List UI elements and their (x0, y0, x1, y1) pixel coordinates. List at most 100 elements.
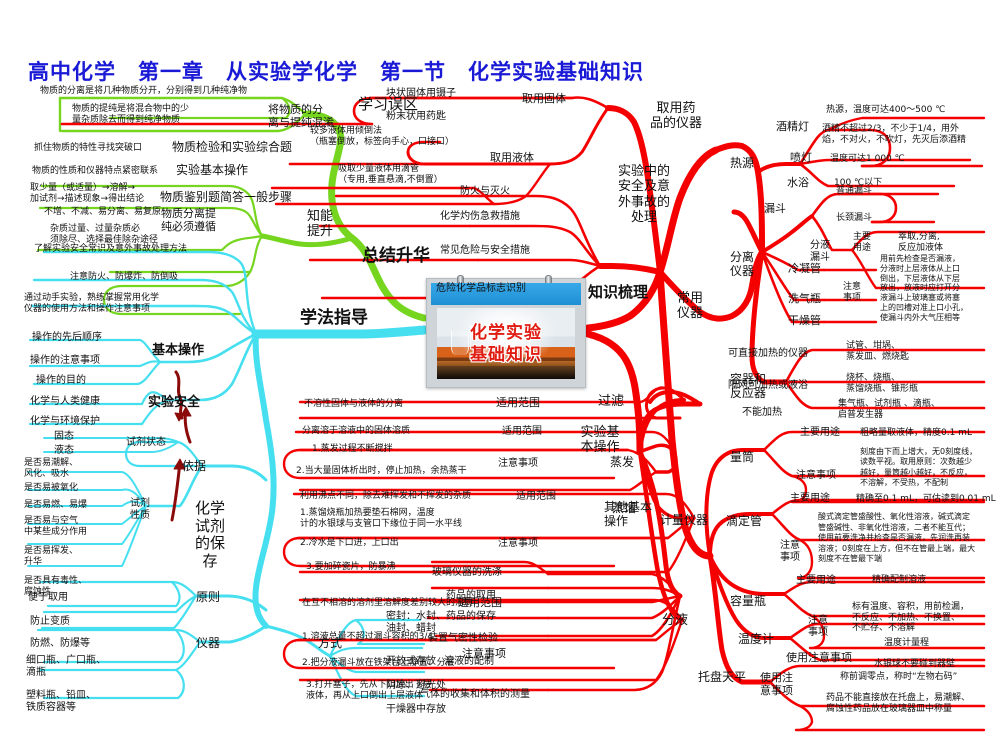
node-lengningguan[interactable]: 冷凝管 (788, 262, 821, 275)
node-fenye-fanwei[interactable]: 适用范围 (458, 596, 502, 609)
node-zhengfa[interactable]: 蒸发 (610, 455, 635, 469)
node-dingdingguan[interactable]: 滴定管 (726, 514, 763, 528)
node-shuiyu[interactable]: 水浴 (787, 176, 809, 189)
node-jiliang-yiqi[interactable]: 计量仪器 (659, 513, 709, 527)
node-quyong-gutisolid[interactable]: 取用固体 (522, 92, 566, 105)
node-zhengliu[interactable]: 蒸馏 (612, 501, 637, 515)
leaf-quyu-shaoliang: 取少量（或适量）→溶解→ 加试剂→描述现象→得出结论 (30, 183, 145, 204)
leaf-zhuazhu-texing: 抓住物质的特性寻找突破口 (34, 143, 143, 153)
node-quyong-yeti[interactable]: 取用液体 (490, 151, 534, 164)
node-rongliang-yongtu[interactable]: 主要用途 (796, 575, 836, 586)
leaf-wuzhi-fenli-def: 物质的分离是将几种物质分开，分别得到几种纯净物 (40, 86, 248, 96)
leaf-bianyu-quyong: 便于取用 (28, 592, 68, 603)
node-rongliangping[interactable]: 容量瓶 (730, 594, 767, 608)
node-shiyan-jibencaozuo[interactable]: 实验基 本操作 (580, 425, 620, 456)
node-buneng-jiare[interactable]: 不能加热 (742, 407, 782, 418)
node-fenli-tichun-hunxiao[interactable]: 将物质的分 离与提纯混淆 (268, 103, 334, 129)
node-shiyan-anquan-yiwai[interactable]: 实验中的 安全及意 外事故的 处理 (617, 164, 671, 225)
node-guolv-fanwei[interactable]: 适用范围 (496, 396, 540, 409)
leaf-xingzhi-yiqi: 物质的性质和仪器特点紧密联系 (32, 166, 159, 176)
leaf-wuzhi-tichun-def: 物质的提纯是将混合物中的少 量杂质除去而得到纯净物质 (72, 104, 190, 125)
leaf-dakai-saizi: 3.打开塞子，先从下口放出下层 液体，再从上口倒出上层液体 (306, 680, 432, 701)
leaf-caozuo-shunxu: 操作的先后顺序 (32, 332, 102, 343)
leaf-dusing-fushixing: 是否具有毒性、 腐蚀性 (24, 576, 88, 597)
center-topic-label: 化学实验 基础知识 (427, 323, 585, 367)
leaf-putong-loudou: 普通漏斗 (836, 186, 873, 196)
node-zhengliu-zhuyi[interactable]: 注意事项 (498, 538, 538, 549)
node-pendeng[interactable]: 喷灯 (790, 151, 812, 164)
leaf-liaojie-anquan: 了解实验安全常识及意外事故处理方法 (34, 244, 188, 254)
leaf-daliang-guti: 2.当大量固体析出时，停止加热，余热蒸干 (296, 466, 467, 476)
leaf-yetai: 液态 (54, 445, 74, 456)
node-fangshi[interactable]: 方式 (318, 636, 343, 650)
node-wenduji[interactable]: 温度计 (738, 632, 775, 646)
node-liangtong[interactable]: 量筒 (730, 450, 755, 464)
node-xiqiping[interactable]: 洗气瓶 (788, 292, 821, 305)
leaf-zhuoshang-jijiu: 化学灼伤急救措施 (440, 211, 520, 222)
branch-label-red[interactable]: 知识梳理 (587, 283, 649, 301)
node-jianbie-bufen[interactable]: 物质鉴别题简答一般步骤 (160, 190, 293, 204)
leaf-dingding-jingdu: 精确至0.1 mL，可估读到0.01 mL (856, 494, 996, 504)
node-wuzhi-jianyan[interactable]: 物质检验和实验综合题 (172, 140, 293, 154)
leaf-shuiyu-wendu: 100 ℃以下 (834, 178, 883, 188)
leaf-fangzhi-bianzhi: 防止变质 (30, 616, 70, 627)
node-gewang-jiare[interactable]: 隔网可加热或液浴 (728, 380, 808, 391)
node-yuanze[interactable]: 原则 (196, 590, 221, 604)
node-jiujingdeng[interactable]: 酒精灯 (776, 120, 809, 133)
node-wenduji-zhuyi[interactable]: 使用注意事项 (786, 651, 852, 664)
node-huaxue-shiji-baocun[interactable]: 化学 试剂 的保 存 (194, 499, 226, 571)
node-fenye[interactable]: 分液 (662, 613, 689, 628)
node-liangtong-yongtu[interactable]: 主要用途 (800, 427, 840, 438)
node-fenli-tichun-zunxun[interactable]: 物质分离提 纯必须遵循 (161, 207, 216, 233)
leaf-chengqian-tiaoling: 称前调零点，称时“左物右码” (840, 672, 958, 682)
node-dingding-yongtu[interactable]: 主要用途 (790, 493, 830, 504)
leaf-cuiqu-fenli: 萃取,分离, 反应加液体 (898, 232, 944, 253)
topic-zhinengtisheng[interactable]: 知能 提升 (306, 209, 334, 240)
leaf-jiqiping-shijiping: 集气瓶、试剂瓶 、滴瓶、 启普发生器 (838, 399, 940, 420)
leaf-pendeng-wendu: 温度可达1 000 ℃ (830, 154, 905, 164)
node-fenye-loudou[interactable]: 分液 漏斗 (810, 240, 830, 263)
branch-label-cyan[interactable]: 学法指导 (300, 308, 368, 328)
center-topic-line1: 化学实验 (470, 323, 542, 343)
node-tuopan-tianping[interactable]: 托盘天平 (698, 670, 747, 684)
node-fenli-yiqi[interactable]: 分离 仪器 (729, 250, 755, 279)
node-shiyan-anquan[interactable]: 实验安全 (148, 395, 201, 410)
node-quyong-yaopin-yiqi[interactable]: 取用药 品的仪器 (649, 101, 703, 132)
leaf-zhuangzhi-qimixing: 装置气密性检验 (428, 633, 498, 644)
branch-label-green[interactable]: 总结升华 (362, 246, 430, 266)
node-liangtong-zhuyi[interactable]: 注意事项 (796, 470, 836, 481)
node-yiju[interactable]: 依据 (182, 459, 207, 473)
leaf-feidian-butong: 利用沸点不同，除去难挥发和不挥发的杂质 (300, 491, 472, 501)
node-shiji-zhuangtai[interactable]: 试剂状态 (126, 437, 166, 448)
node-yiqi[interactable]: 仪器 (196, 636, 221, 650)
node-dingding-zhuyi[interactable]: 注意 事项 (780, 540, 800, 563)
node-rongqi-fanyingqi[interactable]: 容器和 反应器 (729, 372, 767, 401)
leaf-wenduji-liangcheng: 温度计量程 (884, 638, 930, 648)
node-shiyan-jiben-caozuo[interactable]: 实验基本操作 (176, 163, 249, 177)
node-shiji-xingzhi[interactable]: 试剂 性质 (130, 498, 150, 521)
leaf-gutai: 固态 (54, 431, 74, 442)
node-zhengliu-fanwei[interactable]: 适用范围 (516, 491, 556, 502)
node-fenye-zhuyi2[interactable]: 注意事项 (462, 647, 506, 660)
node-zhengfa-zhuyi[interactable]: 注意事项 (498, 458, 538, 469)
leaf-caozuo-zhuyi: 操作的注意事项 (30, 355, 100, 366)
node-ganzaoguan[interactable]: 干燥管 (788, 314, 821, 327)
leaf-shuiyinqiu-bupeng: 水银球不要碰到器壁 (874, 659, 956, 669)
node-rongliang-zhuyi[interactable]: 注意 事项 (808, 615, 828, 638)
node-jiben-caozuo[interactable]: 基本操作 (152, 343, 205, 358)
node-reyuan[interactable]: 热源 (730, 156, 755, 170)
node-tianping-zhuyi[interactable]: 使用注 意事项 (760, 671, 793, 697)
topic-xuexiwuqu[interactable]: 学习误区 (357, 95, 419, 113)
center-topic-card[interactable]: 化学实验 基础知识 (426, 275, 586, 388)
node-loudou[interactable]: 漏斗 (764, 202, 786, 215)
node-kezhijie-jiare[interactable]: 可直接加热的仪器 (728, 348, 808, 359)
node-changyong-yiqi[interactable]: 常用 仪器 (676, 291, 704, 322)
leaf-yaopin-bunengzhijie: 药品不能直接放在托盘上，易潮解、 腐蚀性药品放在玻璃器皿中称量 (826, 693, 971, 714)
leaf-dingding-zhuyi-detail: 酸式滴定管盛酸性、氧化性溶液，碱式滴定 管盛碱性、非氧化性溶液，二者不能互代； … (818, 512, 976, 564)
leaf-zhengfa-jiaoban: 1.蒸发过程不断搅拌 (312, 444, 393, 454)
node-qita-jibencaozuo[interactable]: 其他基本 操作 (604, 500, 653, 529)
node-zhengfa-fanwei[interactable]: 适用范围 (502, 426, 542, 437)
node-guolv[interactable]: 过滤 (598, 394, 625, 409)
leaf-qiti-shouji: 气体的收集和体积的测量 (420, 689, 530, 700)
